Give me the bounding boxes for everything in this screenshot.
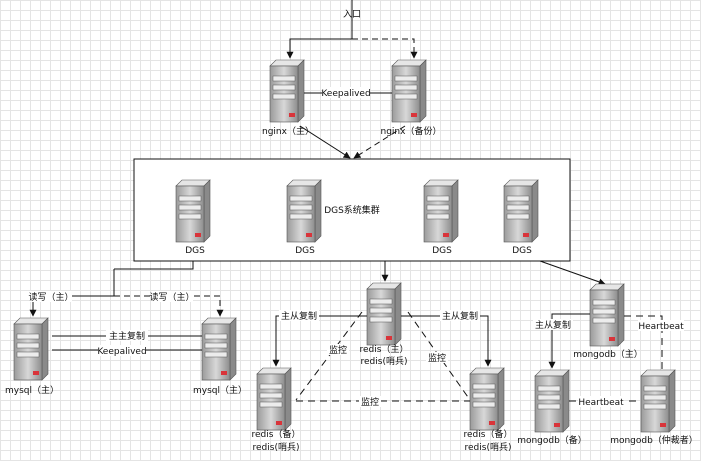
heartbeat-right-label: Heartbeat <box>638 322 684 332</box>
edge-entry-nginx-main <box>286 38 352 59</box>
mongodb-backup-server-icon <box>534 369 570 433</box>
ms-left-label: 主从复制 <box>281 310 317 322</box>
redis-main-server-icon <box>366 282 402 346</box>
monitor-bottom-label: 监控 <box>361 396 379 408</box>
rw-left-label: 读写（主） <box>28 291 73 303</box>
edge-redis-ms-right <box>401 315 492 367</box>
mysql-other-label: mysql（主） <box>193 384 247 396</box>
edge-cluster-mongodb <box>539 260 606 286</box>
monitor-right-label: 监控 <box>428 352 446 364</box>
edge-rw-mysql-other <box>114 295 224 317</box>
nginx-backup-label: nginx（备份） <box>381 125 442 137</box>
edge-mongodb-ms <box>548 313 590 369</box>
nginx-backup-server-icon <box>391 59 427 123</box>
edge-monitor-left <box>295 311 363 401</box>
dgs-2-label: DGS <box>295 246 315 256</box>
redis-main-label: redis（主） <box>360 343 409 355</box>
dgs-1-label: DGS <box>185 246 205 256</box>
monitor-left-label: 监控 <box>329 344 347 356</box>
mongodb-arbiter-server-icon <box>640 369 676 433</box>
edge-entry-nginx-backup <box>352 38 418 59</box>
edge-nginx-main-cluster <box>299 125 351 159</box>
keepalived-nginx-label: Keepalived <box>321 89 370 99</box>
dgs-server-3-icon <box>423 179 459 243</box>
dgs-4-label: DGS <box>512 246 532 256</box>
nginx-main-label: nginx（主） <box>262 125 314 137</box>
edge-nginx-backup-cluster <box>353 125 406 159</box>
ms-right-label: 主从复制 <box>442 310 478 322</box>
mysql-main-label: mysql（主） <box>5 384 59 396</box>
dgs-server-2-icon <box>286 179 322 243</box>
mysql-main-server-icon <box>13 317 49 381</box>
mongodb-main-server-icon <box>589 283 625 347</box>
ms-mongo-label: 主从复制 <box>535 319 571 331</box>
nginx-main-server-icon <box>269 59 305 123</box>
dgs-server-4-icon <box>503 179 539 243</box>
dgs-server-1-icon <box>175 179 211 243</box>
mongodb-backup-label: mongodb（备） <box>517 434 587 446</box>
mysql-other-server-icon <box>201 317 237 381</box>
redis-right-label: redis（备） <box>464 428 513 440</box>
redis-main-sentinel-label: redis(哨兵) <box>361 355 408 367</box>
mongodb-main-label: mongodb（主） <box>573 348 643 360</box>
dgs-3-label: DGS <box>432 246 452 256</box>
heartbeat-bottom-label: Heartbeat <box>578 398 624 408</box>
cluster-label: DGS系统集群 <box>324 204 380 216</box>
mongodb-arbiter-label: mongodb（仲裁者） <box>610 434 698 446</box>
edge-redis-ms-left <box>272 315 367 367</box>
edge-heartbeat-main-arbiter <box>624 315 663 370</box>
edge-cluster-mysql <box>114 261 194 270</box>
redis-left-label: redis（备） <box>252 428 301 440</box>
redis-left-sentinel-label: redis(哨兵) <box>253 441 300 453</box>
keepalived-mysql-label: Keepalived <box>97 347 146 357</box>
edge-rw-mysql-main <box>29 269 115 317</box>
master-master-label: 主主复制 <box>109 330 145 342</box>
rw-right-label: 读写（主） <box>149 291 194 303</box>
redis-right-server-icon <box>469 367 505 431</box>
redis-right-sentinel-label: redis(哨兵) <box>465 441 512 453</box>
redis-left-server-icon <box>256 367 292 431</box>
